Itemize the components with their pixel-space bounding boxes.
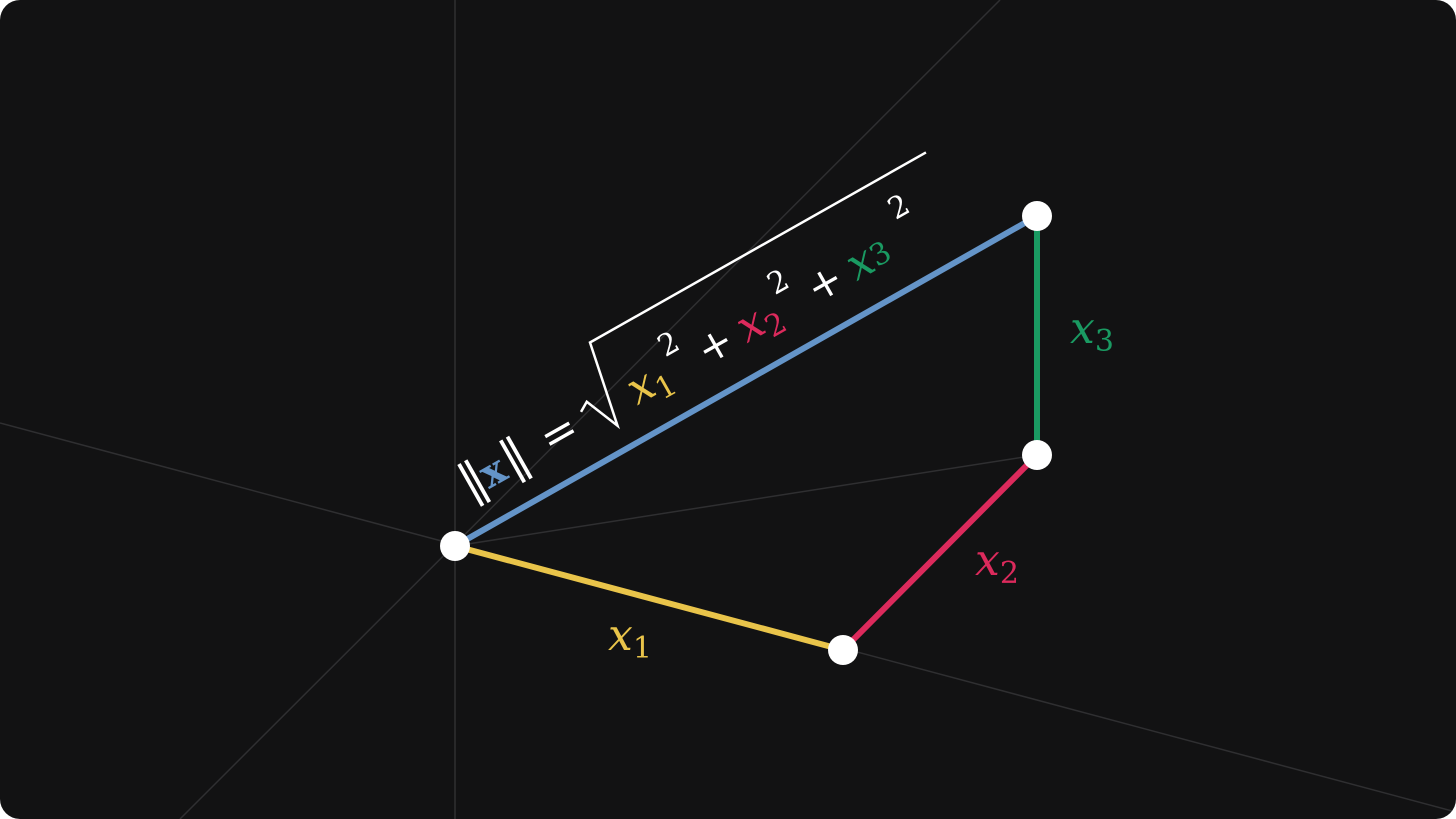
point-origin xyxy=(440,531,470,561)
points xyxy=(440,201,1052,665)
formula-term-x3: x3 xyxy=(837,225,900,291)
edge-x2 xyxy=(840,452,1040,653)
edge-norm xyxy=(452,213,1040,549)
edge-x1 xyxy=(452,543,846,653)
point-x2 xyxy=(1022,440,1052,470)
formula-square-3: 2 xyxy=(882,187,916,227)
label-x2: x2 xyxy=(975,535,1019,591)
radical-sign xyxy=(579,151,927,430)
formula-equals: = xyxy=(530,402,587,465)
point-x3 xyxy=(1022,201,1052,231)
formula-plus-1: + xyxy=(688,315,743,375)
norm-formula: ‖ x ‖ = x1 2 + x2 2 + x3 2 xyxy=(448,151,927,510)
label-x3: x3 xyxy=(1070,303,1114,359)
axis-line-diagonal xyxy=(179,0,1001,819)
point-x1 xyxy=(828,635,858,665)
label-x1: x1 xyxy=(608,610,652,666)
formula-square-1: 2 xyxy=(652,325,686,365)
formula-plus-2: + xyxy=(797,253,852,313)
axis-line-projection xyxy=(454,454,1038,547)
formula-square-2: 2 xyxy=(761,263,795,303)
